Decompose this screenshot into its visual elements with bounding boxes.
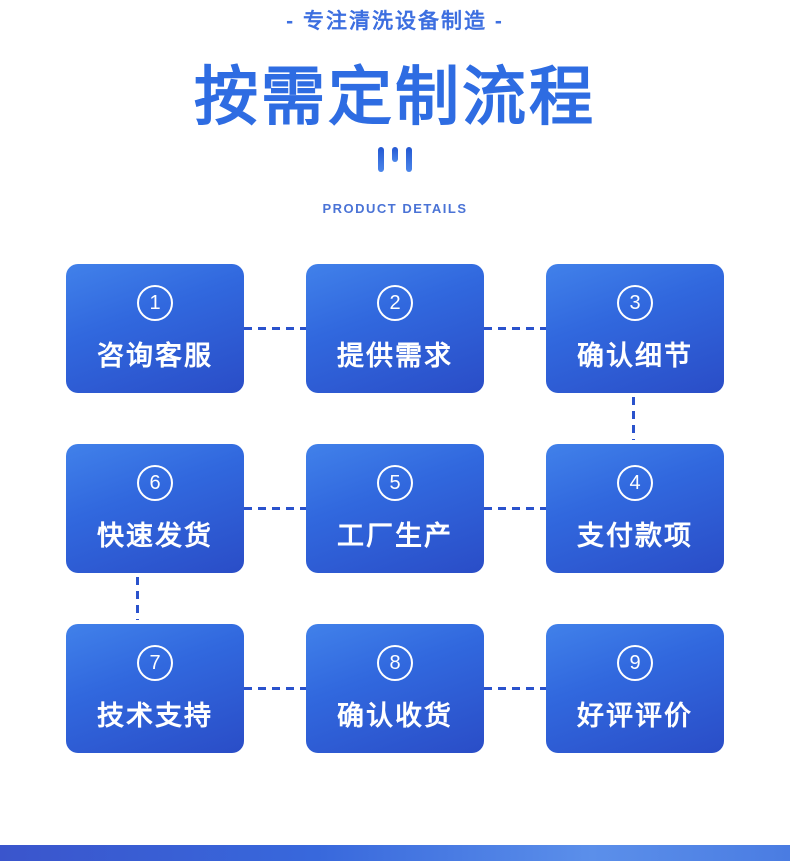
step-card: 9 好评评价: [546, 624, 724, 753]
step-number-badge: 2: [377, 284, 413, 321]
step-card: 2 提供需求: [306, 264, 484, 393]
connector-step8-step9: [484, 687, 546, 690]
step-label: 提供需求: [337, 340, 453, 371]
step-number-badge: 3: [617, 284, 653, 321]
step-card: 6 快速发货: [66, 444, 244, 573]
step-card: 8 确认收货: [306, 624, 484, 753]
process-step-grid: 1 咨询客服 2 提供需求 3 确认细节 6 快速发货 5 工厂生产 4 支付款…: [66, 264, 724, 753]
step-label: 工厂生产: [337, 520, 453, 551]
step-card: 7 技术支持: [66, 624, 244, 753]
step-label: 快速发货: [97, 520, 213, 551]
divider-bar-right: [406, 147, 412, 172]
step-number-badge: 5: [377, 464, 413, 501]
step-label: 支付款项: [577, 520, 693, 551]
step-number-badge: 9: [617, 644, 653, 681]
divider-bar-left: [378, 147, 384, 172]
step-label: 好评评价: [577, 700, 693, 731]
title-divider-bars-icon: [0, 147, 790, 173]
brand-slogan: - 专注清洗设备制造 -: [286, 10, 504, 33]
step-card: 5 工厂生产: [306, 444, 484, 573]
step-label: 确认细节: [577, 340, 693, 371]
page-subtitle: PRODUCT DETAILS: [322, 201, 468, 216]
divider-bar-middle: [392, 147, 398, 162]
step-number-badge: 1: [137, 284, 173, 321]
connector-step1-step2: [244, 327, 306, 330]
step-label: 技术支持: [97, 700, 213, 731]
step-card: 1 咨询客服: [66, 264, 244, 393]
connector-step7-step8: [244, 687, 306, 690]
connector-step5-step6: [244, 507, 306, 510]
page-title: 按需定制流程: [194, 61, 596, 133]
step-label: 确认收货: [337, 700, 453, 731]
bottom-banner-strip: [0, 845, 790, 861]
connector-step6-step7: [136, 577, 139, 620]
step-number-badge: 4: [617, 464, 653, 501]
step-card: 4 支付款项: [546, 444, 724, 573]
step-card: 3 确认细节: [546, 264, 724, 393]
step-number-badge: 7: [137, 644, 173, 681]
step-number-badge: 8: [377, 644, 413, 681]
connector-step3-step4: [632, 397, 635, 440]
connector-step2-step3: [484, 327, 546, 330]
step-number-badge: 6: [137, 464, 173, 501]
connector-step4-step5: [484, 507, 546, 510]
step-label: 咨询客服: [97, 340, 213, 371]
